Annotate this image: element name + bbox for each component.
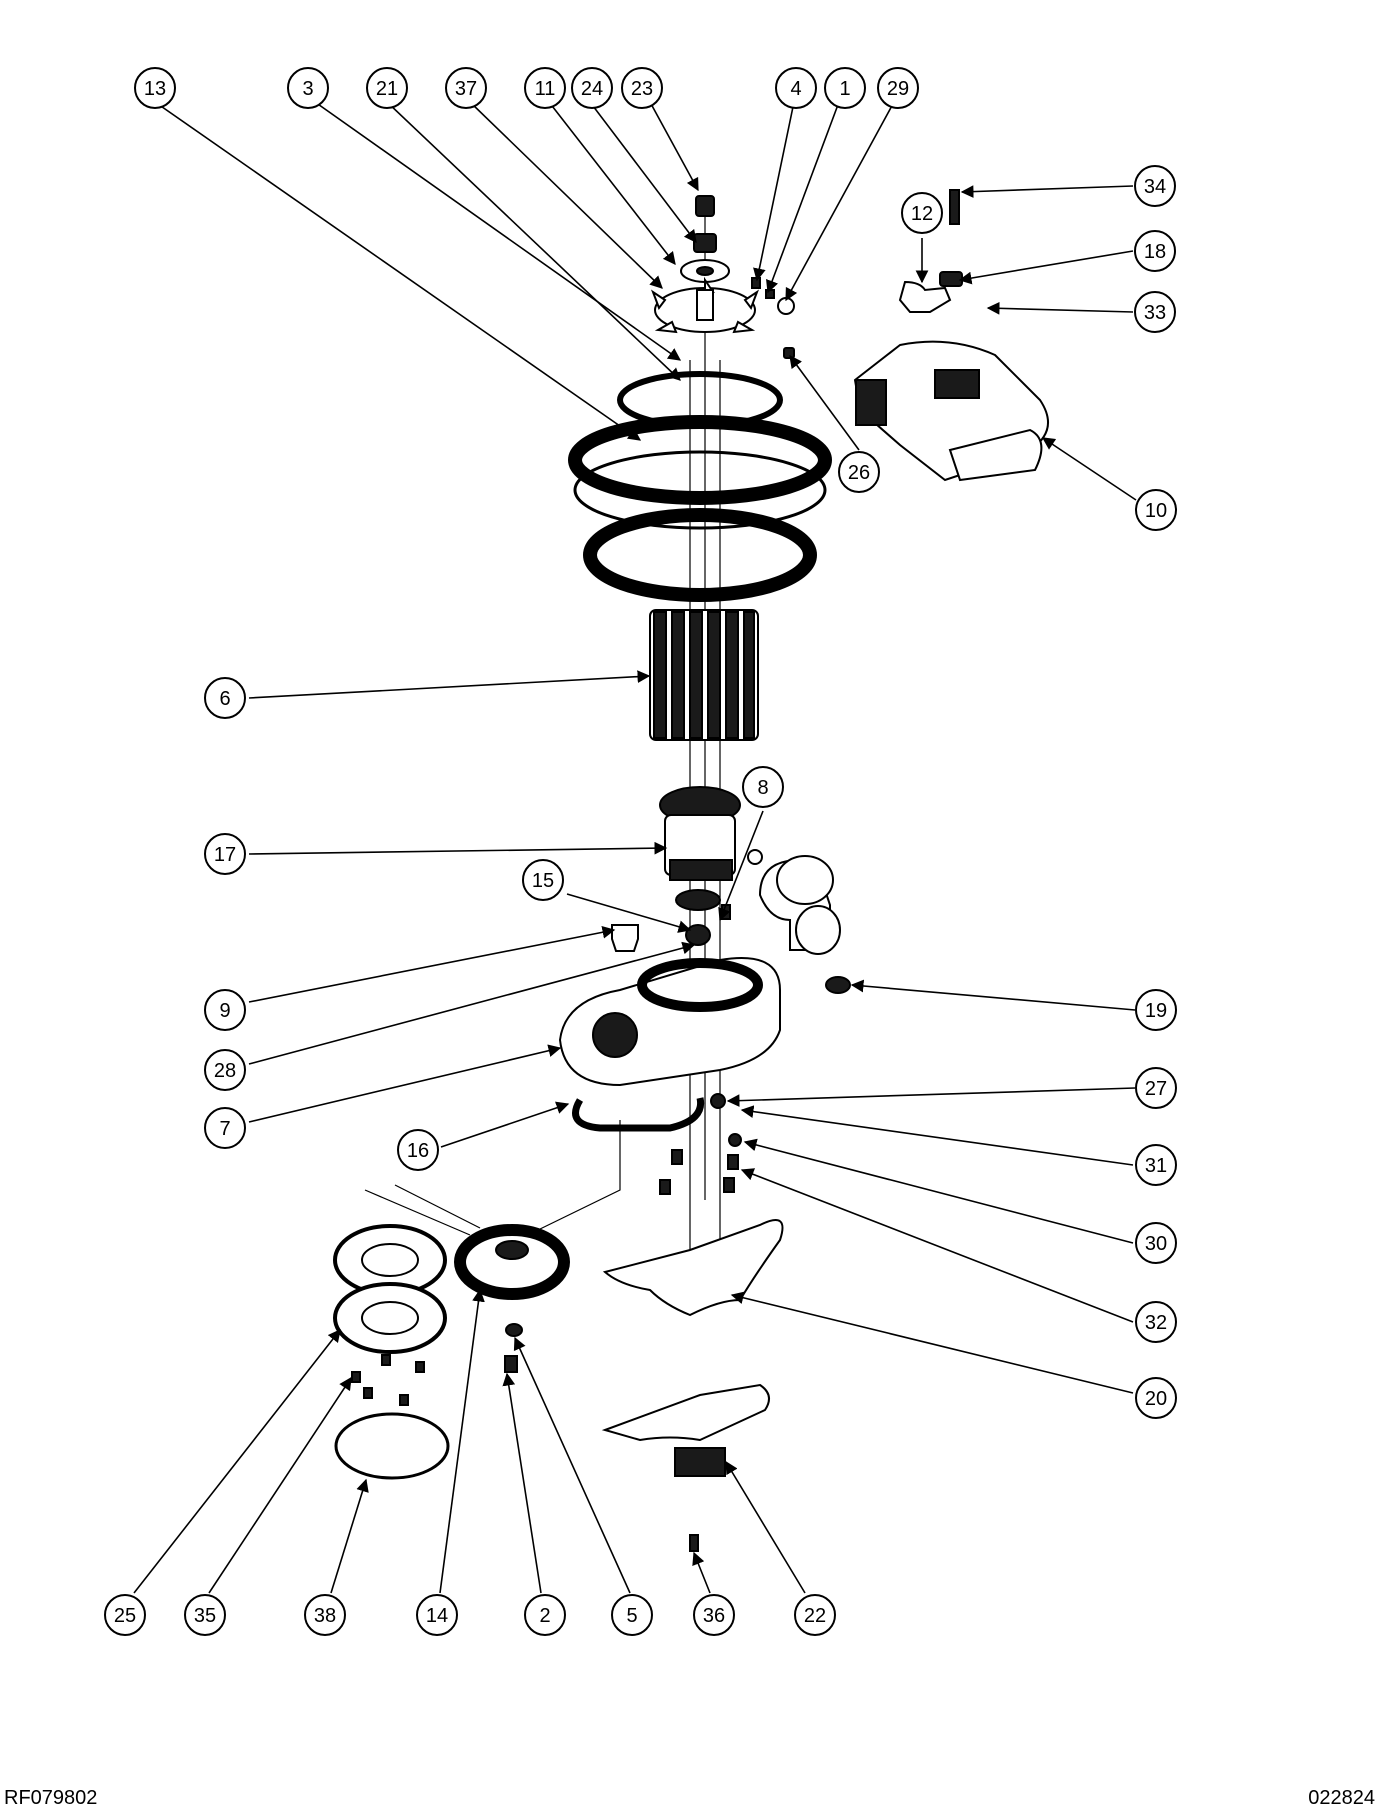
svg-text:35: 35 xyxy=(194,1605,216,1627)
svg-text:8: 8 xyxy=(757,777,768,799)
callout-31: 31 xyxy=(1135,1144,1177,1186)
leader-lines xyxy=(133,101,1137,1594)
callout-3: 3 xyxy=(287,67,329,109)
callout-29: 29 xyxy=(877,67,919,109)
svg-text:10: 10 xyxy=(1145,500,1167,522)
svg-text:13: 13 xyxy=(144,78,166,100)
svg-text:9: 9 xyxy=(219,1000,230,1022)
callout-6: 6 xyxy=(204,677,246,719)
callout-36: 36 xyxy=(693,1594,735,1636)
callout-17: 17 xyxy=(204,833,246,875)
svg-text:24: 24 xyxy=(581,78,603,100)
callout-5: 5 xyxy=(611,1594,653,1636)
callout-balloons: 13 3 21 37 11 24 23 4 1 29 34 12 18 33 2… xyxy=(104,67,1177,1636)
svg-text:32: 32 xyxy=(1145,1312,1167,1334)
svg-text:1: 1 xyxy=(839,78,850,100)
callout-34: 34 xyxy=(1134,165,1176,207)
callout-38: 38 xyxy=(304,1594,346,1636)
svg-text:28: 28 xyxy=(214,1060,236,1082)
callout-21: 21 xyxy=(366,67,408,109)
svg-text:26: 26 xyxy=(848,462,870,484)
revision-code: 022824 xyxy=(1308,1787,1375,1809)
svg-text:15: 15 xyxy=(532,870,554,892)
svg-text:36: 36 xyxy=(703,1605,725,1627)
callout-16: 16 xyxy=(397,1129,439,1171)
svg-text:31: 31 xyxy=(1145,1155,1167,1177)
svg-text:17: 17 xyxy=(214,844,236,866)
callout-15: 15 xyxy=(522,859,564,901)
svg-text:5: 5 xyxy=(626,1605,637,1627)
svg-text:2: 2 xyxy=(539,1605,550,1627)
svg-text:11: 11 xyxy=(535,78,556,100)
callout-33: 33 xyxy=(1134,291,1176,333)
callout-9: 9 xyxy=(204,989,246,1031)
callout-28: 28 xyxy=(204,1049,246,1091)
callout-35: 35 xyxy=(184,1594,226,1636)
svg-text:21: 21 xyxy=(376,78,398,100)
svg-text:19: 19 xyxy=(1145,1000,1167,1022)
callout-26: 26 xyxy=(838,451,880,493)
callout-18: 18 xyxy=(1134,230,1176,272)
svg-text:34: 34 xyxy=(1144,176,1166,198)
rotor-assembly xyxy=(659,786,741,911)
svg-text:20: 20 xyxy=(1145,1388,1167,1410)
gear-housing xyxy=(558,957,781,1087)
callout-12: 12 xyxy=(901,192,943,234)
callout-23: 23 xyxy=(621,67,663,109)
stator-cage xyxy=(649,609,759,741)
callout-27: 27 xyxy=(1135,1067,1177,1109)
callout-13: 13 xyxy=(134,67,176,109)
svg-text:12: 12 xyxy=(911,203,933,225)
svg-text:7: 7 xyxy=(219,1118,230,1140)
callout-22: 22 xyxy=(794,1594,836,1636)
svg-text:3: 3 xyxy=(302,78,313,100)
callout-8: 8 xyxy=(742,766,784,808)
svg-text:38: 38 xyxy=(314,1605,336,1627)
drawing-number: RF079802 xyxy=(4,1787,98,1809)
callout-32: 32 xyxy=(1135,1301,1177,1343)
svg-text:30: 30 xyxy=(1145,1233,1167,1255)
callout-19: 19 xyxy=(1135,989,1177,1031)
callout-4: 4 xyxy=(775,67,817,109)
svg-text:37: 37 xyxy=(455,78,477,100)
callout-14: 14 xyxy=(416,1594,458,1636)
callout-37: 37 xyxy=(445,67,487,109)
callout-25: 25 xyxy=(104,1594,146,1636)
callout-10: 10 xyxy=(1135,489,1177,531)
spider-hub xyxy=(650,276,760,334)
svg-text:4: 4 xyxy=(790,78,801,100)
svg-text:18: 18 xyxy=(1144,241,1166,263)
svg-text:27: 27 xyxy=(1145,1078,1167,1100)
svg-text:6: 6 xyxy=(219,688,230,710)
elbow-fitting xyxy=(758,855,841,955)
handle-assembly xyxy=(853,189,1049,482)
callout-20: 20 xyxy=(1135,1377,1177,1419)
callout-7: 7 xyxy=(204,1107,246,1149)
callout-11: 11 xyxy=(524,67,566,109)
svg-text:29: 29 xyxy=(887,78,909,100)
svg-text:16: 16 xyxy=(407,1140,429,1162)
parts-artwork xyxy=(333,189,1049,1552)
callout-30: 30 xyxy=(1135,1222,1177,1264)
callout-2: 2 xyxy=(524,1594,566,1636)
svg-text:23: 23 xyxy=(631,78,653,100)
svg-text:33: 33 xyxy=(1144,302,1166,324)
callout-1: 1 xyxy=(824,67,866,109)
callout-24: 24 xyxy=(571,67,613,109)
svg-text:25: 25 xyxy=(114,1605,136,1627)
svg-text:14: 14 xyxy=(426,1605,448,1627)
svg-text:22: 22 xyxy=(804,1605,826,1627)
